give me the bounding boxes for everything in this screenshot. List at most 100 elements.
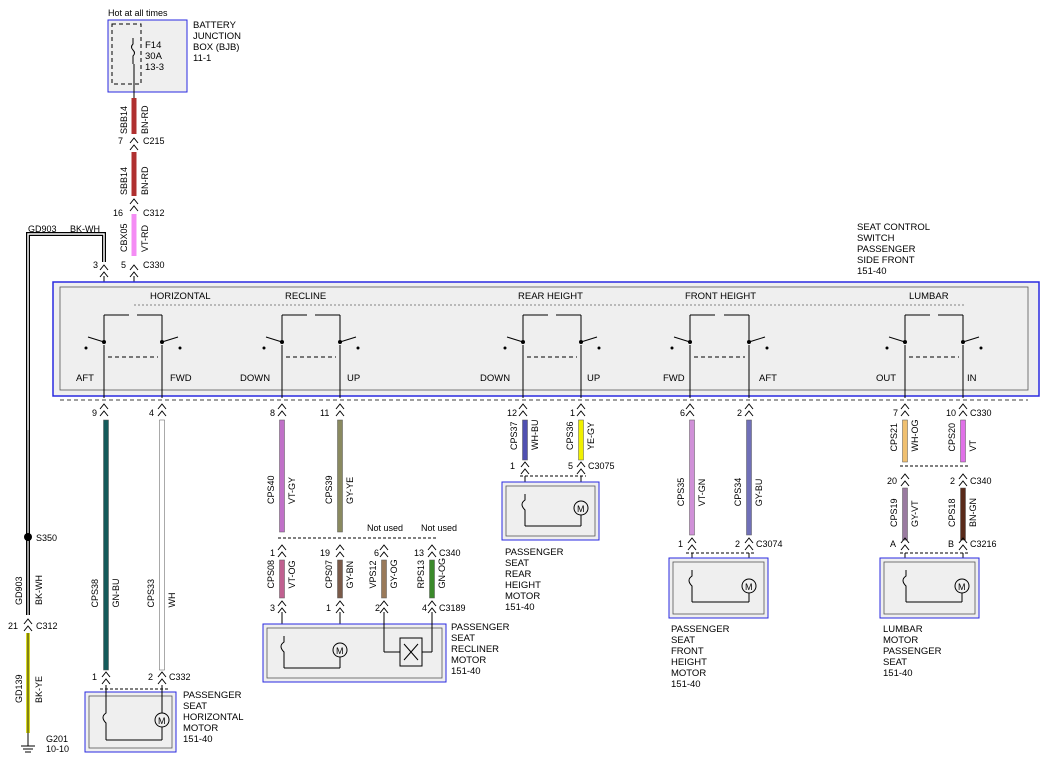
- front-height-l4: HEIGHT: [671, 657, 707, 668]
- recliner-motor-l5: 151-40: [451, 666, 481, 677]
- rear-height-l4: HEIGHT: [505, 580, 541, 591]
- rear-height-l5: MOTOR: [505, 591, 540, 602]
- wire-sbb14-upper: [131, 98, 137, 134]
- c340-recliner-label: C340: [439, 548, 461, 558]
- recliner-motor-pin-2: 2: [375, 603, 380, 613]
- c312-ground-label: C312: [36, 621, 58, 631]
- switch-title-l4: SIDE FRONT: [857, 255, 915, 266]
- feed-w1-color: BN-RD: [140, 105, 150, 134]
- lumbar-l1: LUMBAR: [883, 624, 923, 635]
- c312-label: C312: [143, 208, 165, 218]
- lumbar-pin-20: 20: [887, 476, 897, 486]
- front-height-motor: M PASSENGER SEAT FRONT HEIGHT MOTOR 151-…: [668, 557, 769, 690]
- recliner-pin-13: 13: [414, 548, 424, 558]
- front-pin-2: 2: [737, 408, 742, 418]
- g201-ref: 10-10: [46, 744, 69, 754]
- feed-w3-color: VT-RD: [140, 224, 150, 252]
- c215-label: C215: [143, 136, 165, 146]
- ground-v-color: BK-WH: [34, 575, 44, 605]
- switch-contact: [670, 314, 715, 398]
- horiz-motor-l3: HORIZONTAL: [183, 712, 244, 723]
- wire-cps36-color: YE-GY: [586, 422, 596, 450]
- c3074-label: C3074: [756, 539, 783, 549]
- label-recline: RECLINE: [285, 291, 326, 302]
- svg-text:M: M: [577, 504, 585, 514]
- label-down-recline: DOWN: [240, 373, 270, 384]
- wire-cps34-circuit: CPS34: [733, 478, 743, 507]
- switch-contact: [503, 314, 548, 398]
- ground-symbol-icon: [21, 745, 35, 753]
- wire-cps20-color: VT: [968, 439, 978, 451]
- recliner-pin-8: 8: [270, 408, 275, 418]
- g201-label: G201: [46, 734, 68, 744]
- switch-contact: [262, 314, 307, 398]
- svg-text:M: M: [336, 646, 344, 656]
- c340-lumbar-label: C340: [970, 476, 992, 486]
- feed-w2-color: BN-RD: [140, 166, 150, 195]
- wire-sbb14-lower: [131, 152, 137, 196]
- c215-pin: 7: [118, 136, 123, 146]
- rear-motor-pin-5: 5: [568, 461, 573, 471]
- horizontal-motor: M PASSENGER SEAT HORIZONTAL MOTOR 151-40: [84, 685, 244, 753]
- fuse-icon: [131, 38, 135, 64]
- switch-contact: [137, 314, 182, 398]
- c330-label: C330: [143, 260, 165, 270]
- recliner-motor-l2: SEAT: [451, 633, 475, 644]
- rear-height-l3: REAR: [505, 569, 532, 580]
- label-fwd-front: FWD: [663, 373, 685, 384]
- recliner-motor-l1: PASSENGER: [451, 622, 510, 633]
- c332-label: C332: [169, 672, 191, 682]
- svg-text:M: M: [745, 582, 753, 592]
- switch-title-l1: SEAT CONTROL: [857, 222, 930, 233]
- wire-cps33-circuit: CPS33: [146, 579, 156, 608]
- c3075-label: C3075: [588, 461, 615, 471]
- wire-cps39-color: GY-YE: [345, 477, 355, 504]
- wire-cps08-color: VT-OG: [287, 560, 297, 588]
- recliner-motor-pin-4: 4: [422, 603, 427, 613]
- c330-pin-5: 5: [121, 260, 126, 270]
- bjb-title-l4: 11-1: [193, 53, 211, 64]
- wire-cps20-circuit: CPS20: [947, 423, 957, 452]
- wire-vps12-color: GY-OG: [389, 559, 399, 588]
- label-rear-height: REAR HEIGHT: [518, 291, 583, 302]
- c3216-label: C3216: [970, 539, 997, 549]
- rear-height-l2: SEAT: [505, 558, 529, 569]
- label-down-rear: DOWN: [480, 373, 510, 384]
- front-motor-pin-1: 1: [678, 539, 683, 549]
- recliner-motor-pin-1: 1: [326, 603, 331, 613]
- wire-rps13-color: GN-OG: [437, 558, 447, 589]
- switch-contact: [84, 314, 129, 398]
- label-aft-front: AFT: [759, 373, 777, 384]
- wire-cps21-circuit: CPS21: [889, 423, 899, 452]
- lumbar-pin-7: 7: [893, 408, 898, 418]
- horiz-motor-l2: SEAT: [183, 701, 207, 712]
- recliner-pin-1: 1: [270, 548, 275, 558]
- label-horizontal: HORIZONTAL: [150, 291, 211, 302]
- label-lumbar: LUMBAR: [909, 291, 949, 302]
- switch-title-l3: PASSENGER: [857, 244, 916, 255]
- lumbar-l5: 151-40: [883, 668, 913, 679]
- wire-cps21-color: WH-OG: [910, 420, 920, 452]
- rear-height-l6: 151-40: [505, 602, 535, 613]
- recliner-motor: M PASSENGER SEAT RECLINER MOTOR 151-40 N…: [262, 523, 510, 683]
- lumbar-l3: PASSENGER: [883, 646, 942, 657]
- rear-height-l1: PASSENGER: [505, 547, 564, 558]
- wire-cps19-circuit: CPS19: [889, 498, 899, 527]
- lumbar-l2: MOTOR: [883, 635, 918, 646]
- lumbar-pin-b: B: [948, 539, 954, 549]
- c312-ground-pin: 21: [8, 621, 18, 631]
- recliner-pin-6: 6: [374, 548, 379, 558]
- splice-s350: [24, 533, 32, 541]
- svg-text:M: M: [958, 582, 966, 592]
- switch-contact: [556, 314, 601, 398]
- fuse-ref: 13-3: [145, 62, 164, 73]
